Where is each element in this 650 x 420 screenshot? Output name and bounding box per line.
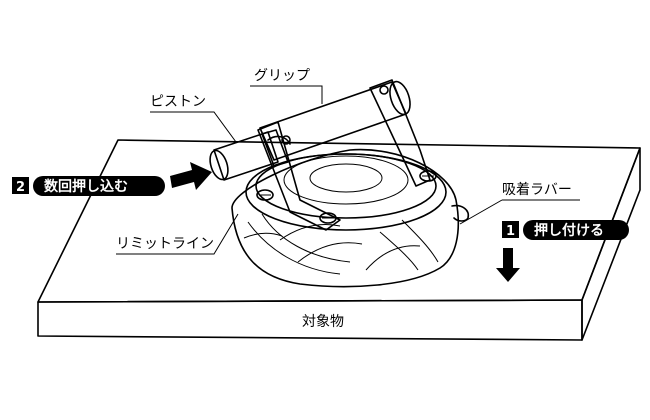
step-2-number-box: [12, 177, 29, 194]
step-2-text: 数回押し込む: [44, 178, 128, 195]
press-down-arrow: [496, 248, 520, 282]
target-slab: [37, 139, 641, 341]
limit-line-label: リミットライン: [116, 236, 214, 252]
step-1-text: 押し付ける: [534, 222, 604, 239]
step-2-number: 2: [16, 180, 25, 195]
target-label: 対象物: [302, 314, 344, 330]
leader-lines: [116, 85, 580, 255]
piston-label: ピストン: [150, 94, 206, 110]
step-1-number: 1: [506, 224, 515, 239]
step-1-number-box: [502, 221, 519, 238]
push-in-arrow: [170, 162, 212, 190]
suction-rubber-label: 吸着ラバー: [502, 182, 572, 198]
handle-brackets: [257, 79, 431, 231]
grip-cylinder: [259, 80, 411, 161]
step-2-pill: [33, 176, 165, 196]
step-1-pill: [523, 220, 629, 240]
suction-rubber-body: [231, 148, 470, 288]
piston: [209, 129, 289, 181]
grip-label: グリップ: [254, 68, 310, 84]
step-2-badge: 2 数回押し込む: [12, 176, 165, 196]
step-1-badge: 1 押し付ける: [502, 220, 629, 240]
